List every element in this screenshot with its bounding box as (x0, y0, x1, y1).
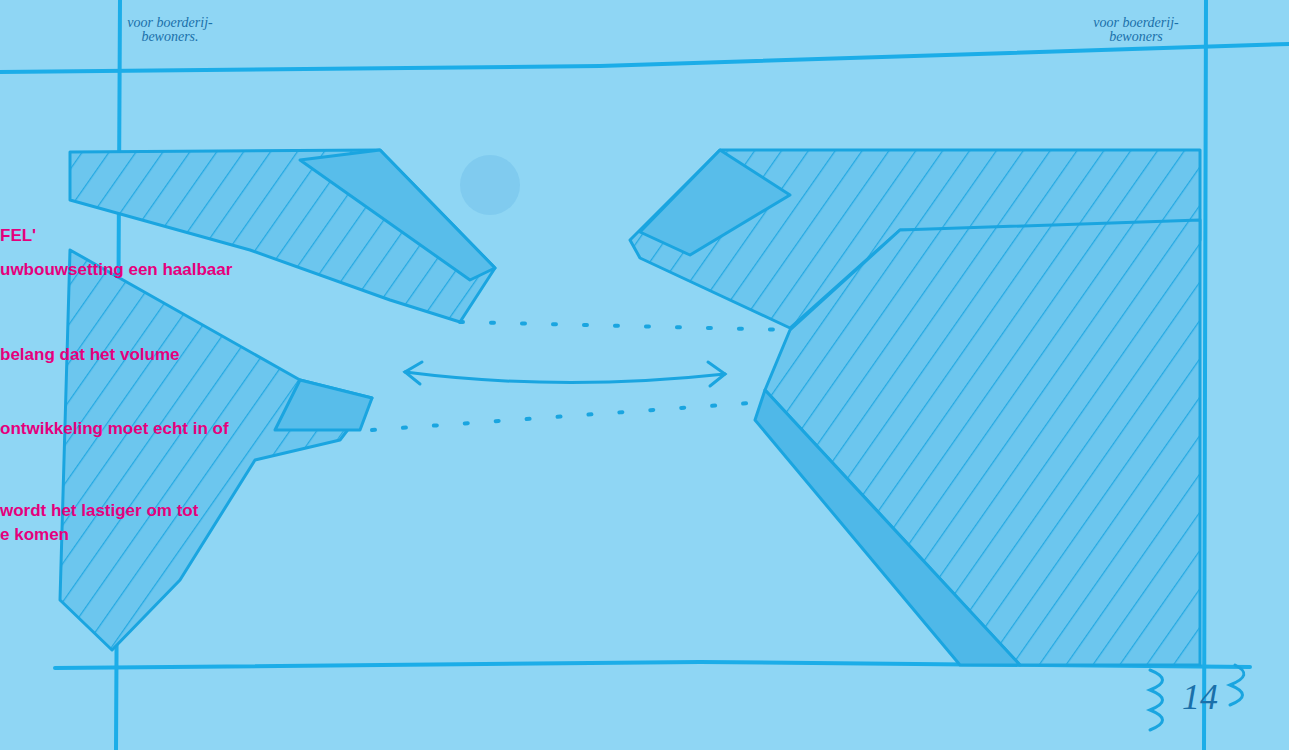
double-arrow (405, 372, 725, 383)
arrow-head (405, 362, 422, 384)
tree-scribble (460, 155, 520, 215)
facade-face (755, 390, 1020, 665)
text-fragment: e komen (0, 525, 69, 545)
dotted-line (372, 402, 765, 430)
scribble (1150, 670, 1163, 730)
right-lower-volume (765, 220, 1200, 665)
arrow-head (708, 362, 725, 386)
left-lower-volume (60, 250, 372, 650)
roof-face (640, 150, 790, 255)
roof-face (275, 380, 372, 430)
text-fragment: wordt het lastiger om tot (0, 501, 198, 521)
frame-line (1204, 0, 1206, 750)
text-fragment: ontwikkeling moet echt in of (0, 419, 229, 439)
dotted-line (460, 322, 795, 330)
text-fragment: uwbouwsetting een haalbaar (0, 260, 232, 280)
text-fragment: FEL' (0, 226, 36, 246)
handwritten-note: voor boerderij-bewoners. (122, 16, 218, 44)
frame-line (0, 44, 1289, 72)
handwritten-note: voor boerderij-bewoners (1088, 16, 1184, 44)
text-fragment: belang dat het volume (0, 345, 179, 365)
scribble (1230, 665, 1244, 705)
page-number: 14 (1182, 676, 1218, 718)
